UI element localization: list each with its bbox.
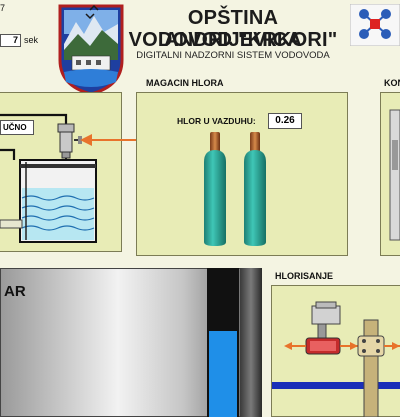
refresh-interval-unit: sek: [24, 35, 39, 45]
reservoir-label: AR: [4, 283, 26, 300]
chlorination-title: HLORISANJE: [275, 271, 334, 281]
header-title-line1: OPŠTINA ANDRIJEVICA: [164, 7, 302, 51]
company-logo-icon: [350, 4, 400, 46]
header-subtitle: DIGITALNI NADZORNI SISTEM VODOVODA: [136, 50, 330, 61]
time-fragment: 7: [0, 3, 6, 13]
right-panel-title: KON: [384, 78, 400, 88]
municipality-crest-icon: [58, 4, 124, 96]
flow-arrow-icon: [80, 134, 140, 146]
header-title-line2: VODOVOD "KRKORI": [128, 29, 338, 51]
dosing-tank-diagram: [0, 113, 97, 243]
mode-switch-label[interactable]: UČNO: [0, 120, 34, 135]
refresh-interval-field[interactable]: 7: [0, 34, 21, 47]
chlorination-diagram: [272, 301, 400, 417]
chlorine-store-title: MAGACIN HLORA: [146, 78, 224, 88]
chlorine-cylinders-icon: [204, 132, 266, 246]
reservoir-side: [240, 268, 262, 417]
reservoir-level-fill: [209, 331, 237, 417]
chlorine-air-label: HLOR U VAZDUHU:: [177, 116, 256, 126]
right-panel-equipment: [389, 109, 400, 241]
chlorine-air-value: 0.26: [268, 113, 302, 129]
chlorine-store-panel: [136, 92, 348, 256]
